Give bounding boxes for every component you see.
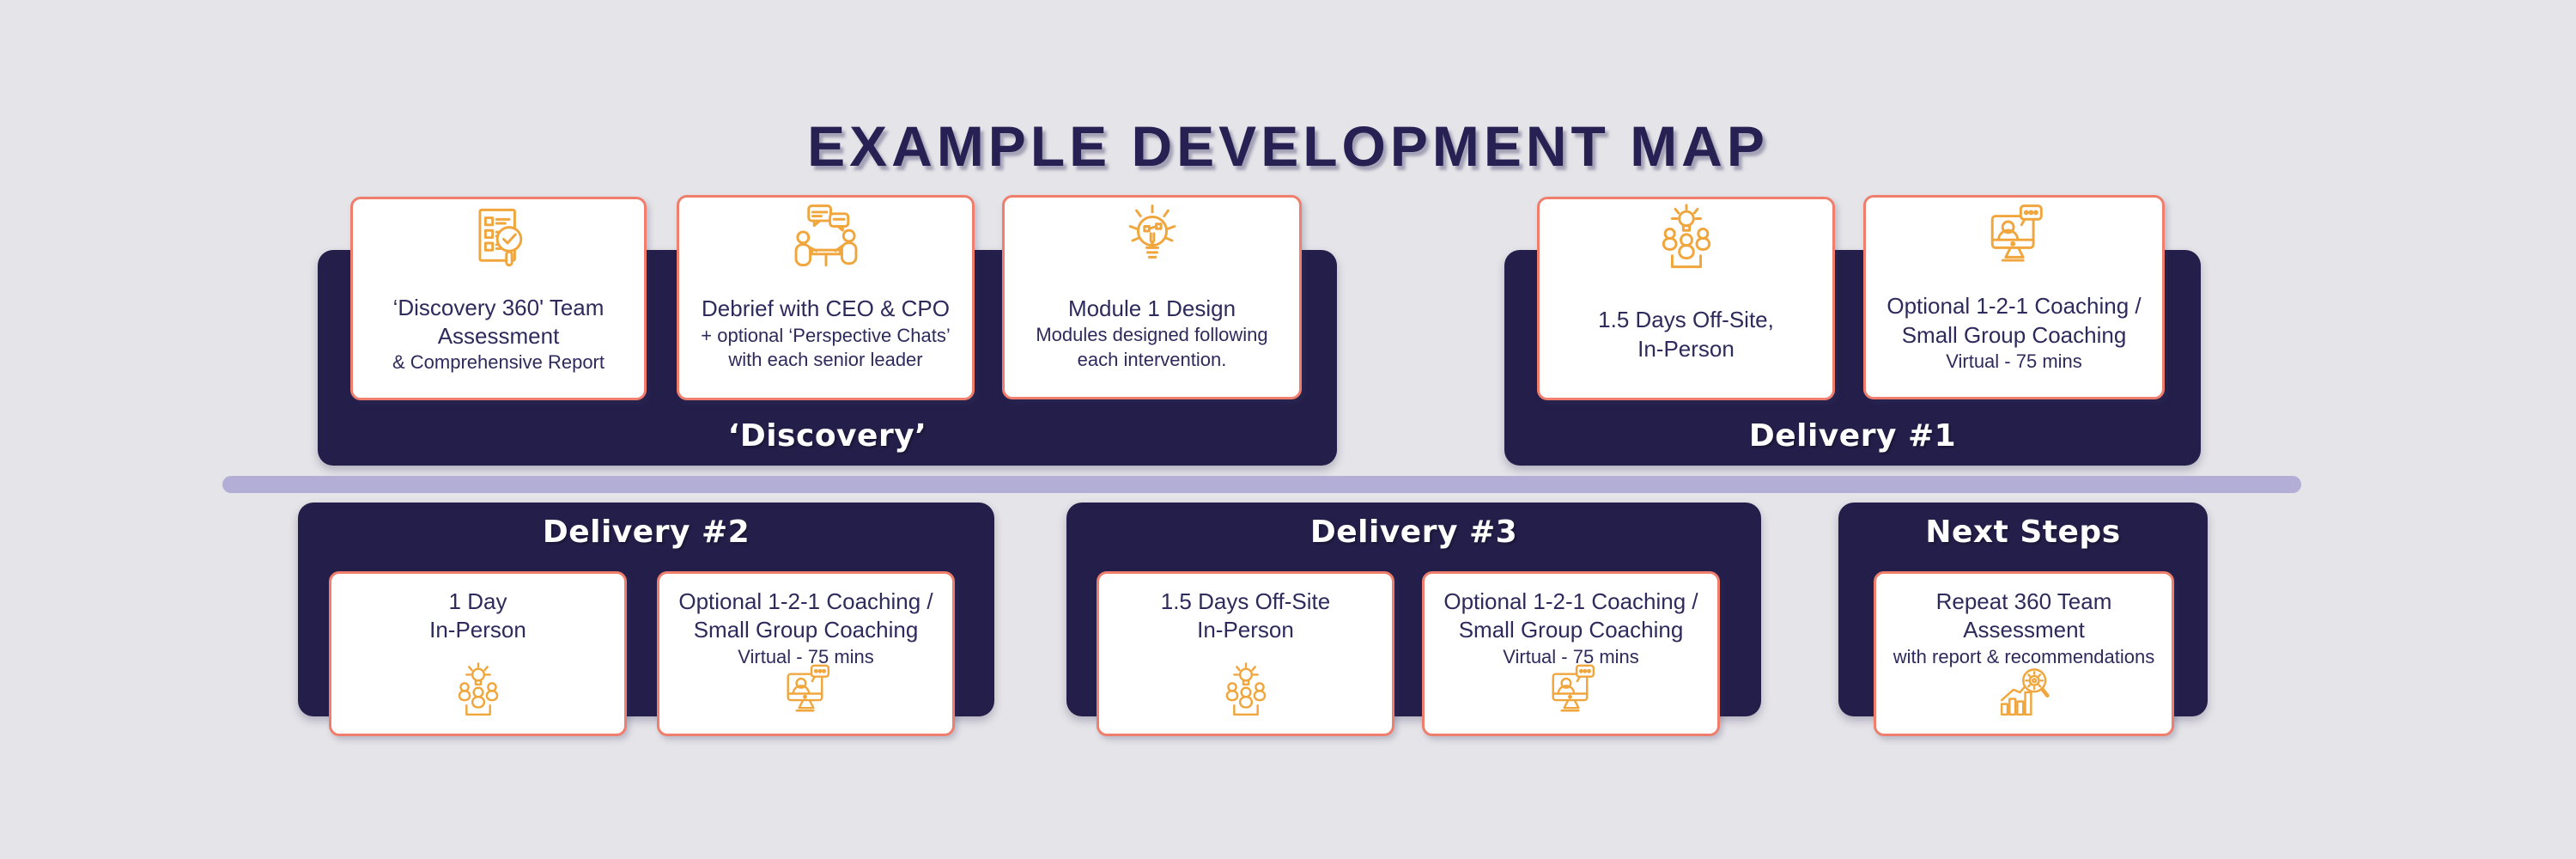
section-delivery-2-label: Delivery #2 bbox=[542, 515, 750, 550]
card-text-line: In-Person bbox=[429, 617, 526, 643]
card-text: Optional 1-2-1 Coaching / Small Group Co… bbox=[659, 574, 952, 669]
card-text: Module 1 Design Modules designed followi… bbox=[1005, 283, 1299, 397]
lightbulb-idea-icon bbox=[1113, 199, 1192, 283]
card-text-line: Optional 1-2-1 Coaching / bbox=[1443, 588, 1698, 614]
card-text: Repeat 360 Team Assessment with report &… bbox=[1876, 574, 2172, 669]
card-coaching-delivery-1: Optional 1-2-1 Coaching / Small Group Co… bbox=[1863, 195, 2165, 399]
card-text: Optional 1-2-1 Coaching / Small Group Co… bbox=[1866, 283, 2162, 397]
card-text-line: Virtual - 75 mins bbox=[1946, 350, 2082, 372]
card-text: 1 Day In-Person bbox=[331, 574, 624, 645]
card-text-line: In-Person bbox=[1637, 335, 1735, 362]
card-text-line: with each senior leader bbox=[728, 349, 923, 371]
card-coaching-delivery-3: Optional 1-2-1 Coaching / Small Group Co… bbox=[1422, 571, 1720, 736]
section-next-steps-label: Next Steps bbox=[1925, 515, 2121, 550]
workshop-group-icon bbox=[1647, 201, 1726, 285]
virtual-coaching-monitor-icon bbox=[1975, 199, 2054, 283]
card-text-line: Modules designed following bbox=[1036, 324, 1268, 346]
card-text-line: 1.5 Days Off-Site, bbox=[1598, 307, 1774, 333]
card-text: Optional 1-2-1 Coaching / Small Group Co… bbox=[1425, 574, 1717, 669]
card-text-line: In-Person bbox=[1197, 617, 1294, 643]
card-offsite-delivery-1: 1.5 Days Off-Site, In-Person bbox=[1537, 197, 1835, 400]
card-text: ‘Discovery 360' Team Assessment & Compre… bbox=[353, 285, 644, 398]
card-text: 1.5 Days Off-Site In-Person bbox=[1099, 574, 1392, 645]
card-text-line: Small Group Coaching bbox=[693, 617, 919, 643]
meeting-chat-icon bbox=[787, 199, 866, 283]
card-text-line: 1.5 Days Off-Site bbox=[1160, 588, 1331, 614]
virtual-coaching-monitor-icon bbox=[659, 660, 952, 730]
card-text-line: each intervention. bbox=[1077, 348, 1227, 370]
card-team-assessment: ‘Discovery 360' Team Assessment & Compre… bbox=[350, 197, 647, 400]
page-title: EXAMPLE DEVELOPMENT MAP bbox=[807, 114, 1769, 178]
card-text-line: Repeat 360 Team bbox=[1935, 588, 2112, 614]
card-text-line: Assessment bbox=[437, 323, 560, 350]
card-text-line: Assessment bbox=[1963, 617, 2085, 643]
checklist-search-icon bbox=[459, 201, 538, 285]
chart-magnifier-icon bbox=[1876, 660, 2172, 730]
timeline-divider bbox=[222, 476, 2301, 493]
card-text-line: 1 Day bbox=[448, 588, 507, 614]
section-delivery-1-label: Delivery #1 bbox=[1748, 418, 1957, 454]
card-text-line: Module 1 Design bbox=[1067, 295, 1236, 321]
section-discovery-label: ‘Discovery’ bbox=[727, 418, 927, 454]
card-repeat-assessment: Repeat 360 Team Assessment with report &… bbox=[1874, 571, 2174, 736]
card-text-line: Virtual - 75 mins bbox=[1503, 645, 1639, 667]
card-coaching-delivery-2: Optional 1-2-1 Coaching / Small Group Co… bbox=[657, 571, 955, 736]
card-text-line: Virtual - 75 mins bbox=[738, 645, 874, 667]
card-text-line: with report & recommendations bbox=[1893, 645, 2155, 667]
card-text: Debrief with CEO & CPO + optional ‘Persp… bbox=[679, 283, 972, 398]
card-text-line: & Comprehensive Report bbox=[392, 351, 605, 374]
card-module-design: Module 1 Design Modules designed followi… bbox=[1002, 195, 1302, 399]
card-text-line: Small Group Coaching bbox=[1458, 617, 1684, 643]
card-debrief: Debrief with CEO & CPO + optional ‘Persp… bbox=[677, 195, 975, 400]
card-text-line: Debrief with CEO & CPO bbox=[702, 295, 950, 322]
card-text-line: + optional ‘Perspective Chats’ bbox=[701, 324, 951, 346]
virtual-coaching-monitor-icon bbox=[1425, 660, 1717, 730]
workshop-group-icon bbox=[331, 660, 624, 730]
card-text-line: ‘Discovery 360' Team bbox=[392, 294, 605, 320]
workshop-group-icon bbox=[1099, 660, 1392, 730]
card-inperson-delivery-2: 1 Day In-Person bbox=[329, 571, 627, 736]
card-text-line: Small Group Coaching bbox=[1901, 321, 2127, 348]
card-offsite-delivery-3: 1.5 Days Off-Site In-Person bbox=[1097, 571, 1394, 736]
section-delivery-3-label: Delivery #3 bbox=[1309, 515, 1518, 550]
card-text: 1.5 Days Off-Site, In-Person bbox=[1540, 285, 1832, 398]
card-text-line: Optional 1-2-1 Coaching / bbox=[1886, 293, 2142, 320]
card-text-line: Optional 1-2-1 Coaching / bbox=[678, 588, 933, 614]
